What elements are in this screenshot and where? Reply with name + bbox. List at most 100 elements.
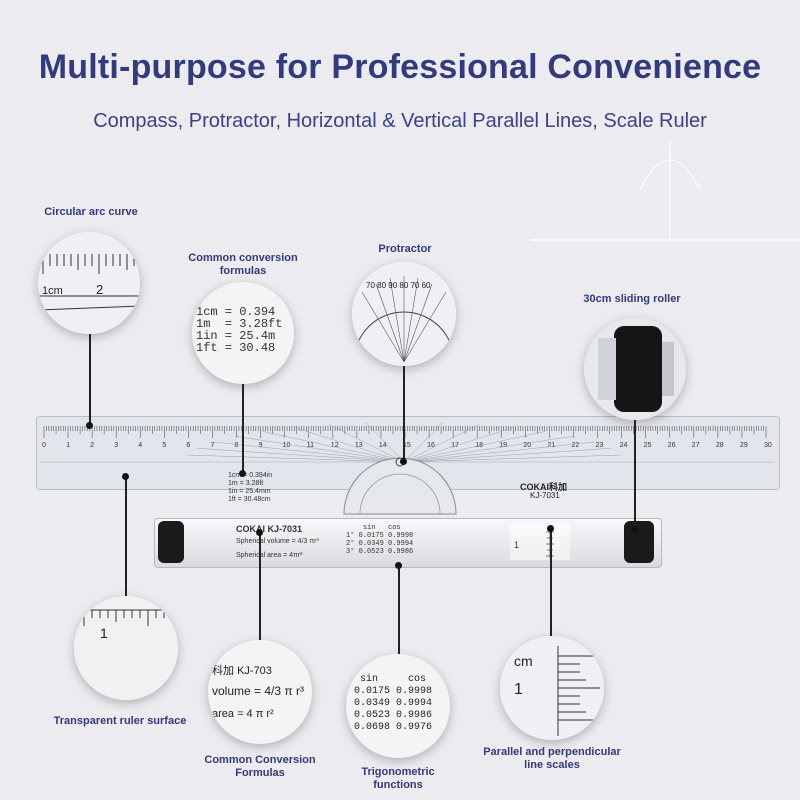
ruler-number: 14	[379, 442, 387, 449]
ruler-number: 20	[523, 442, 531, 449]
ruler-number: 28	[716, 442, 724, 449]
roller-sin: 0.0175	[358, 532, 384, 540]
protractor-ray	[403, 441, 595, 463]
roller-area: Spherical area = 4πr²	[236, 552, 303, 559]
label-conversion-top: Common conversion formulas	[188, 252, 298, 277]
ruler-number: 8	[235, 442, 239, 449]
roller-volume: Spherical volume = 4/3 πr³	[236, 538, 319, 545]
sliding-roller[interactable]	[154, 518, 662, 568]
roller-trig-table: sin cos 1° 0.0175 0.9998 2° 0.0349 0.999…	[346, 524, 413, 556]
roller-brand-name: COKAI	[236, 524, 265, 534]
ruler-number: 24	[620, 442, 628, 449]
zoom-parallel-scales: cm 1	[500, 636, 604, 740]
ruler-number: 3	[114, 442, 118, 449]
conv-value: = 30.48	[224, 341, 276, 355]
ruler-number: 5	[162, 442, 166, 449]
trig-cos-header: cos	[408, 674, 427, 685]
leader-dot	[256, 529, 263, 536]
protractor-ray	[187, 454, 405, 463]
label-conversion-bottom: Common Conversion Formulas	[204, 754, 316, 779]
conv-value: = 0.394	[224, 305, 276, 319]
leader-line	[259, 532, 261, 640]
zoom-model: 科加 KJ-703	[212, 662, 272, 678]
protractor-ray	[403, 424, 480, 463]
arc-ruler-zoom: 1cm 2	[38, 232, 140, 334]
roller-brand: COKAI KJ-7031	[236, 524, 302, 534]
leader-line	[398, 566, 400, 654]
ruler-number: 7	[210, 442, 214, 449]
ruler-number: 13	[355, 442, 363, 449]
background-drafting-lines	[530, 140, 800, 241]
leader-dot	[239, 470, 246, 477]
parallel-zoom-one: 1	[514, 681, 523, 698]
leader-line	[403, 366, 405, 460]
leader-line	[634, 420, 636, 528]
roller-deg: 3°	[346, 548, 355, 556]
ruler-number: 9	[259, 442, 263, 449]
zoom-trig-table: sin cos 0.0175 0.9998 0.0349 0.9994 0.05…	[346, 654, 450, 758]
ruler-number: 23	[596, 442, 604, 449]
parallel-zoom-cm: cm	[514, 653, 533, 669]
leader-dot	[86, 422, 93, 429]
label-parallel-scales: Parallel and perpendicular line scales	[483, 746, 621, 771]
conv-value: = 3.28ft	[224, 317, 283, 331]
svg-text:1: 1	[514, 540, 519, 550]
zoom-cn-brand: 科加	[212, 665, 234, 677]
ruler-number: 22	[571, 442, 579, 449]
leader-dot	[395, 562, 402, 569]
ruler-number: 2	[90, 442, 94, 449]
label-protractor: Protractor	[378, 243, 432, 255]
leader-line	[89, 334, 91, 424]
roller-sin: 0.0523	[358, 548, 384, 556]
label-transparent-surface: Transparent ruler surface	[53, 715, 187, 727]
conv-unit: 1cm	[196, 305, 218, 319]
ruler-formula-list: 1cm = 0.394in 1m = 3.28ft 1in = 25.4mm 1…	[228, 472, 272, 504]
conv-unit: 1m	[196, 317, 211, 331]
ruler-formula: 1m = 3.28ft	[228, 480, 264, 487]
roller-cos: 0.9994	[388, 540, 414, 548]
conv-unit: 1in	[196, 329, 218, 343]
trig-cos: 0.9986	[396, 710, 433, 721]
ruler-number: 27	[692, 442, 700, 449]
brand-cn: 科加	[549, 482, 568, 492]
leader-line	[242, 384, 244, 472]
trig-sin-header: sin	[360, 674, 379, 685]
page-subtitle: Compass, Protractor, Horizontal & Vertic…	[93, 110, 707, 132]
zoom-volume: volume = 4/3 π r³	[212, 684, 304, 698]
page-title: Multi-purpose for Professional Convenien…	[38, 48, 762, 86]
protractor-ray	[365, 422, 405, 463]
ruler-number: 16	[427, 442, 435, 449]
zoom-volume-expr: 4/3 π r³	[264, 684, 304, 698]
roller-deg: 2°	[346, 540, 355, 548]
parallel-scale-zoom: cm 1	[500, 636, 604, 740]
label-circular-arc: Circular arc curve	[44, 206, 138, 218]
leader-dot	[631, 526, 638, 533]
transparent-surface-zoom: 1	[74, 596, 178, 700]
ruler-number: 17	[451, 442, 459, 449]
trig-cos: 0.9976	[396, 722, 433, 733]
leader-dot	[400, 458, 407, 465]
trig-sin: 0.0175	[354, 686, 391, 697]
conv-value: = 25.4m	[224, 329, 276, 343]
roller-sin-header: sin	[362, 524, 376, 532]
ruler-number: 0	[42, 442, 46, 449]
label-trig: Trigonometric functions	[361, 766, 435, 791]
roller-scale: 1	[510, 524, 570, 560]
protractor-ray	[403, 454, 621, 463]
protractor-ray	[403, 431, 546, 463]
transparent-zoom-one: 1	[100, 625, 108, 641]
zoom-area: area = 4 π r²	[212, 708, 274, 720]
conv-unit: 1ft	[196, 341, 218, 355]
protractor-ray	[197, 448, 405, 463]
conversion-list: 1cm = 0.394 1m = 3.28ft 1in = 25.4m 1ft …	[196, 306, 282, 354]
roller-cos: 0.9986	[388, 548, 414, 556]
ruler-number: 4	[138, 442, 142, 449]
trig-sin: 0.0523	[354, 710, 391, 721]
protractor-numbers: 70 80 90 80 70 60	[366, 281, 431, 290]
ruler-number: 26	[668, 442, 676, 449]
zoom-conversion-formulas: 1cm = 0.394 1m = 3.28ft 1in = 25.4m 1ft …	[192, 282, 294, 384]
zoom-transparent-surface: 1	[74, 596, 178, 700]
protractor-ray	[328, 424, 405, 463]
arc-zoom-two: 2	[96, 282, 103, 297]
roller-cap-left	[158, 521, 184, 563]
